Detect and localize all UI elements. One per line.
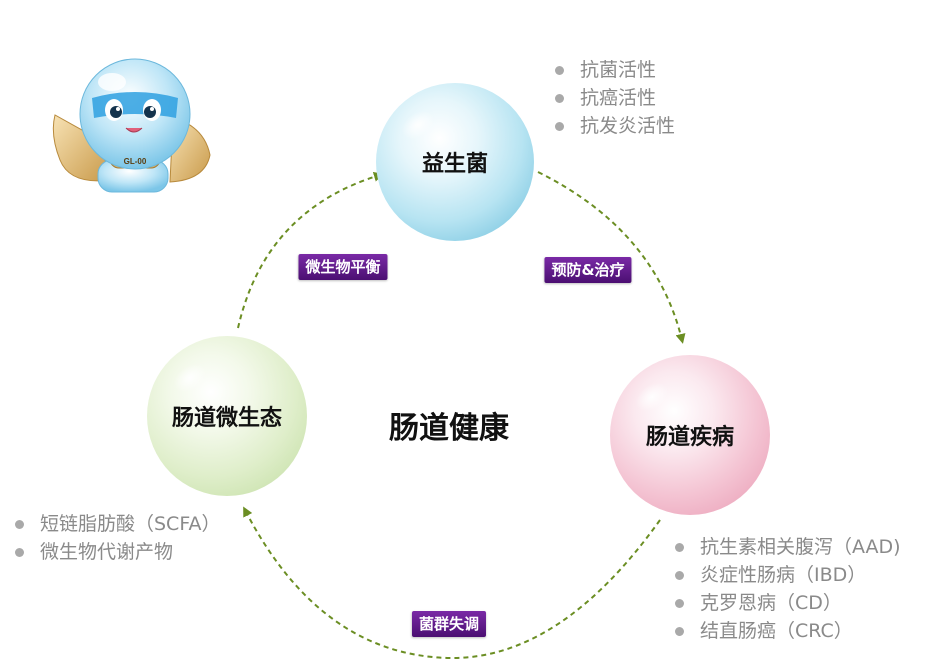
bullet-item: 克罗恩病（CD） (675, 589, 901, 617)
bullet-text: 克罗恩病（CD） (700, 592, 842, 614)
bullet-text: 抗癌活性 (580, 87, 657, 109)
arrow-disease-to-microecology (243, 506, 661, 660)
bullet-text: 抗生素相关腹泻（AAD) (700, 536, 901, 558)
edge-tag-prevention: 预防&治疗 (544, 257, 632, 283)
bullet-list-probiotics: 抗菌活性抗癌活性抗发炎活性 (555, 56, 675, 140)
bullet-list-microecology: 短链脂肪酸（SCFA） 微生物代谢产物 (15, 510, 221, 566)
bullet-item: 抗菌活性 (555, 56, 675, 84)
bullet-item: 结直肠癌（CRC） (675, 617, 901, 645)
bubble-disease (610, 355, 770, 515)
node-label-disease: 肠道疾病 (645, 425, 735, 450)
bullet-text: 微生物代谢产物 (40, 541, 174, 563)
bullet-list-disease: 抗生素相关腹泻（AAD) 炎症性肠病（IBD） 克罗恩病（CD） 结直肠癌（CRC） (675, 533, 901, 645)
bullet-dot-icon (555, 65, 564, 75)
bubble-microecology (147, 336, 307, 496)
bullet-text: 抗发炎活性 (580, 115, 676, 137)
bubble-probiotics (376, 83, 534, 241)
bullet-dot-icon (15, 547, 24, 557)
edge-tag-dysbiosis: 菌群失调 (411, 611, 487, 637)
bullet-text: 短链脂肪酸（SCFA） (40, 513, 221, 535)
bullet-item: 炎症性肠病（IBD） (675, 561, 901, 589)
bullet-item: 抗发炎活性 (555, 112, 675, 140)
node-label-microecology: 肠道微生态 (171, 406, 283, 431)
bullet-text: 结直肠癌（CRC） (700, 620, 853, 642)
bullet-dot-icon (675, 542, 684, 552)
bullet-item: 微生物代谢产物 (15, 538, 221, 566)
bullet-dot-icon (555, 93, 564, 103)
mascot-badge-text: GL-00 (124, 157, 147, 166)
node-label-probiotics: 益生菌 (421, 152, 489, 177)
bullet-item: 短链脂肪酸（SCFA） (15, 510, 221, 538)
bullet-dot-icon (675, 570, 684, 580)
bullet-text: 炎症性肠病（IBD） (700, 564, 867, 586)
arrow-microecology-to-probiotics (237, 171, 384, 329)
bullet-text: 抗菌活性 (580, 59, 657, 81)
bullet-dot-icon (555, 121, 564, 131)
bullet-dot-icon (675, 598, 684, 608)
edge-tag-balance: 微生物平衡 (298, 254, 388, 280)
bullet-dot-icon (15, 519, 24, 529)
bullet-item: 抗癌活性 (555, 84, 675, 112)
bullet-dot-icon (675, 626, 684, 636)
arrow-probiotics-to-disease (537, 171, 686, 344)
water-drop-mascot-icon: GL-00 (52, 58, 211, 193)
bullet-item: 抗生素相关腹泻（AAD) (675, 533, 901, 561)
center-title: 肠道健康 (389, 411, 509, 446)
